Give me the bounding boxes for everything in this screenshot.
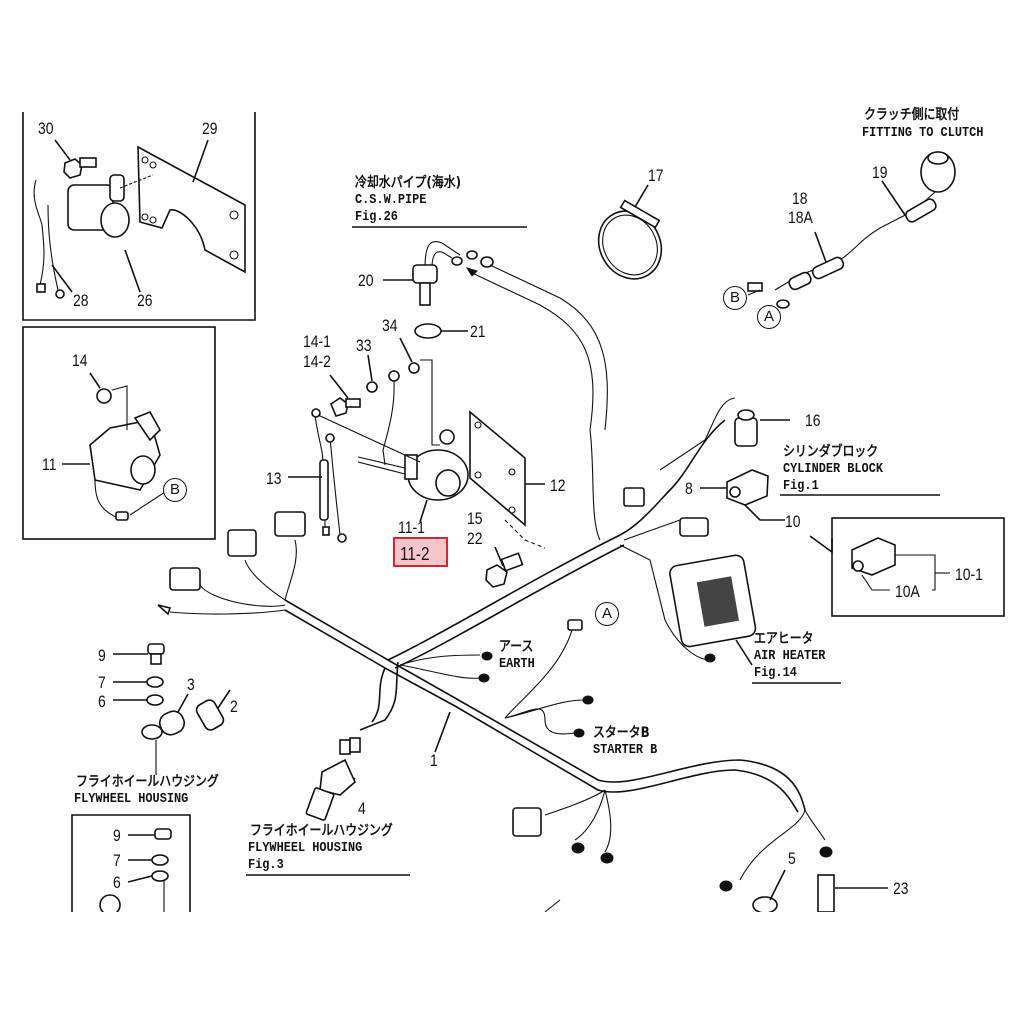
cylinder-block-caption-en: CYLINDER BLOCK <box>783 461 883 477</box>
highlighted-part-11-2[interactable]: 11-2 <box>393 537 448 567</box>
connector-ref-A[interactable]: A <box>757 305 781 329</box>
harness-connectors <box>157 487 888 914</box>
wire-28-drawing <box>33 179 73 299</box>
main-harness-drawing <box>169 419 826 913</box>
nut-33-drawing <box>366 354 378 393</box>
part-number-6[interactable]: 6 <box>98 692 106 711</box>
part-number-11[interactable]: 11 <box>42 455 57 474</box>
cylinder-block-caption-jp: シリンダブロック <box>783 444 879 460</box>
bracket-12-drawing <box>469 410 545 527</box>
part-number-11-1[interactable]: 11-1 <box>398 518 425 537</box>
solenoid-26-drawing <box>67 174 154 293</box>
part-number-14-2[interactable]: 14-2 <box>303 352 331 371</box>
earth-caption-en: EARTH <box>499 656 535 672</box>
earth-caption-jp: アース <box>499 639 534 655</box>
pipe-20-drawing <box>383 241 608 431</box>
clutch-caption-jp: クラッチ側に取付 <box>864 107 960 123</box>
bolt-30-drawing <box>54 139 97 179</box>
solenoid-11-drawing <box>62 372 166 521</box>
part-number-26[interactable]: 26 <box>137 291 153 310</box>
part-number-9-inset[interactable]: 9 <box>113 826 121 845</box>
csw-pipe-fig-ref[interactable]: Fig.26 <box>355 209 398 225</box>
part-number-7-inset[interactable]: 7 <box>113 851 121 870</box>
bolt-22-drawing <box>485 519 546 588</box>
air-heater-drawing <box>669 517 757 666</box>
part-number-29[interactable]: 29 <box>202 119 218 138</box>
blank-bottom-area <box>0 912 1024 1024</box>
part-number-7[interactable]: 7 <box>98 673 106 692</box>
bolt-14-1-drawing <box>329 374 361 417</box>
starter-caption-jp: スタータB <box>593 725 650 741</box>
part-number-10A[interactable]: 10A <box>895 582 920 601</box>
part-number-23[interactable]: 23 <box>893 879 909 898</box>
flywheel-caption-en: FLYWHEEL HOUSING <box>74 791 189 807</box>
terminal-wire-drawing <box>382 337 440 466</box>
part-number-20[interactable]: 20 <box>358 271 374 290</box>
air-heater-caption-jp: エアヒータ <box>754 631 814 647</box>
part-number-16[interactable]: 16 <box>805 411 821 430</box>
part-number-3[interactable]: 3 <box>187 675 195 694</box>
wiring-13-drawing <box>288 408 421 543</box>
clutch-caption-en: FITTING TO CLUTCH <box>862 125 984 141</box>
part-number-34[interactable]: 34 <box>382 316 398 335</box>
part-number-18A[interactable]: 18A <box>788 208 813 227</box>
sensor-10-1-drawing <box>851 537 950 591</box>
part-number-14[interactable]: 14 <box>72 351 88 370</box>
ground-parts-drawing <box>99 643 231 916</box>
band-17-drawing <box>597 184 663 280</box>
flywheel-fig3-caption-jp: フライホイールハウジング <box>250 823 393 839</box>
part-number-33[interactable]: 33 <box>356 336 372 355</box>
starter-caption-en: STARTER B <box>593 742 658 758</box>
part-number-5[interactable]: 5 <box>788 849 796 868</box>
part-number-10[interactable]: 10 <box>785 512 801 531</box>
connector-ref-A-harness[interactable]: A <box>595 602 619 626</box>
part-number-14-1[interactable]: 14-1 <box>303 332 331 351</box>
sender-16-drawing <box>659 397 790 521</box>
air-heater-fig-ref[interactable]: Fig.14 <box>754 665 797 681</box>
part-number-19[interactable]: 19 <box>872 163 888 182</box>
part-number-10-1[interactable]: 10-1 <box>955 565 983 584</box>
solenoid-11-1-drawing <box>357 429 469 523</box>
part-number-15[interactable]: 15 <box>467 509 483 528</box>
inset-solenoid-bracket <box>22 112 256 321</box>
part-number-12[interactable]: 12 <box>550 476 566 495</box>
part-number-17[interactable]: 17 <box>648 166 664 185</box>
connector-ref-B[interactable]: B <box>723 286 747 310</box>
part-number-2[interactable]: 2 <box>230 697 238 716</box>
part-number-30[interactable]: 30 <box>38 119 54 138</box>
inset-ground-terminal <box>71 814 191 912</box>
part-number-28[interactable]: 28 <box>73 291 89 310</box>
inset-solenoid <box>22 326 216 540</box>
part-number-1[interactable]: 1 <box>430 751 438 770</box>
part-number-11-2: 11-2 <box>400 544 430 564</box>
part-number-18[interactable]: 18 <box>792 189 808 208</box>
csw-pipe-caption-en: C.S.W.PIPE <box>355 192 427 208</box>
part-number-8[interactable]: 8 <box>685 479 693 498</box>
bracket-29-drawing <box>137 139 246 274</box>
part-number-4[interactable]: 4 <box>358 799 366 818</box>
inset-sensor-10-1 <box>809 517 1005 617</box>
part-number-9[interactable]: 9 <box>98 646 106 665</box>
flywheel-fig3-caption-en: FLYWHEEL HOUSING <box>248 840 363 856</box>
clutch-harness-drawing <box>747 151 956 315</box>
part-number-21[interactable]: 21 <box>470 322 486 341</box>
part-number-6-inset[interactable]: 6 <box>113 873 121 892</box>
part-number-13[interactable]: 13 <box>266 469 282 488</box>
air-heater-caption-en: AIR HEATER <box>754 648 826 664</box>
csw-pipe-caption-jp: 冷却水パイプ(海水) <box>355 175 462 191</box>
cylinder-block-fig-ref[interactable]: Fig.1 <box>783 478 819 494</box>
part-number-22[interactable]: 22 <box>467 529 483 548</box>
flywheel-caption-jp: フライホイールハウジング <box>76 774 219 790</box>
connector-ref-B-inset[interactable]: B <box>163 478 187 502</box>
flywheel-fig3-ref[interactable]: Fig.3 <box>248 857 284 873</box>
